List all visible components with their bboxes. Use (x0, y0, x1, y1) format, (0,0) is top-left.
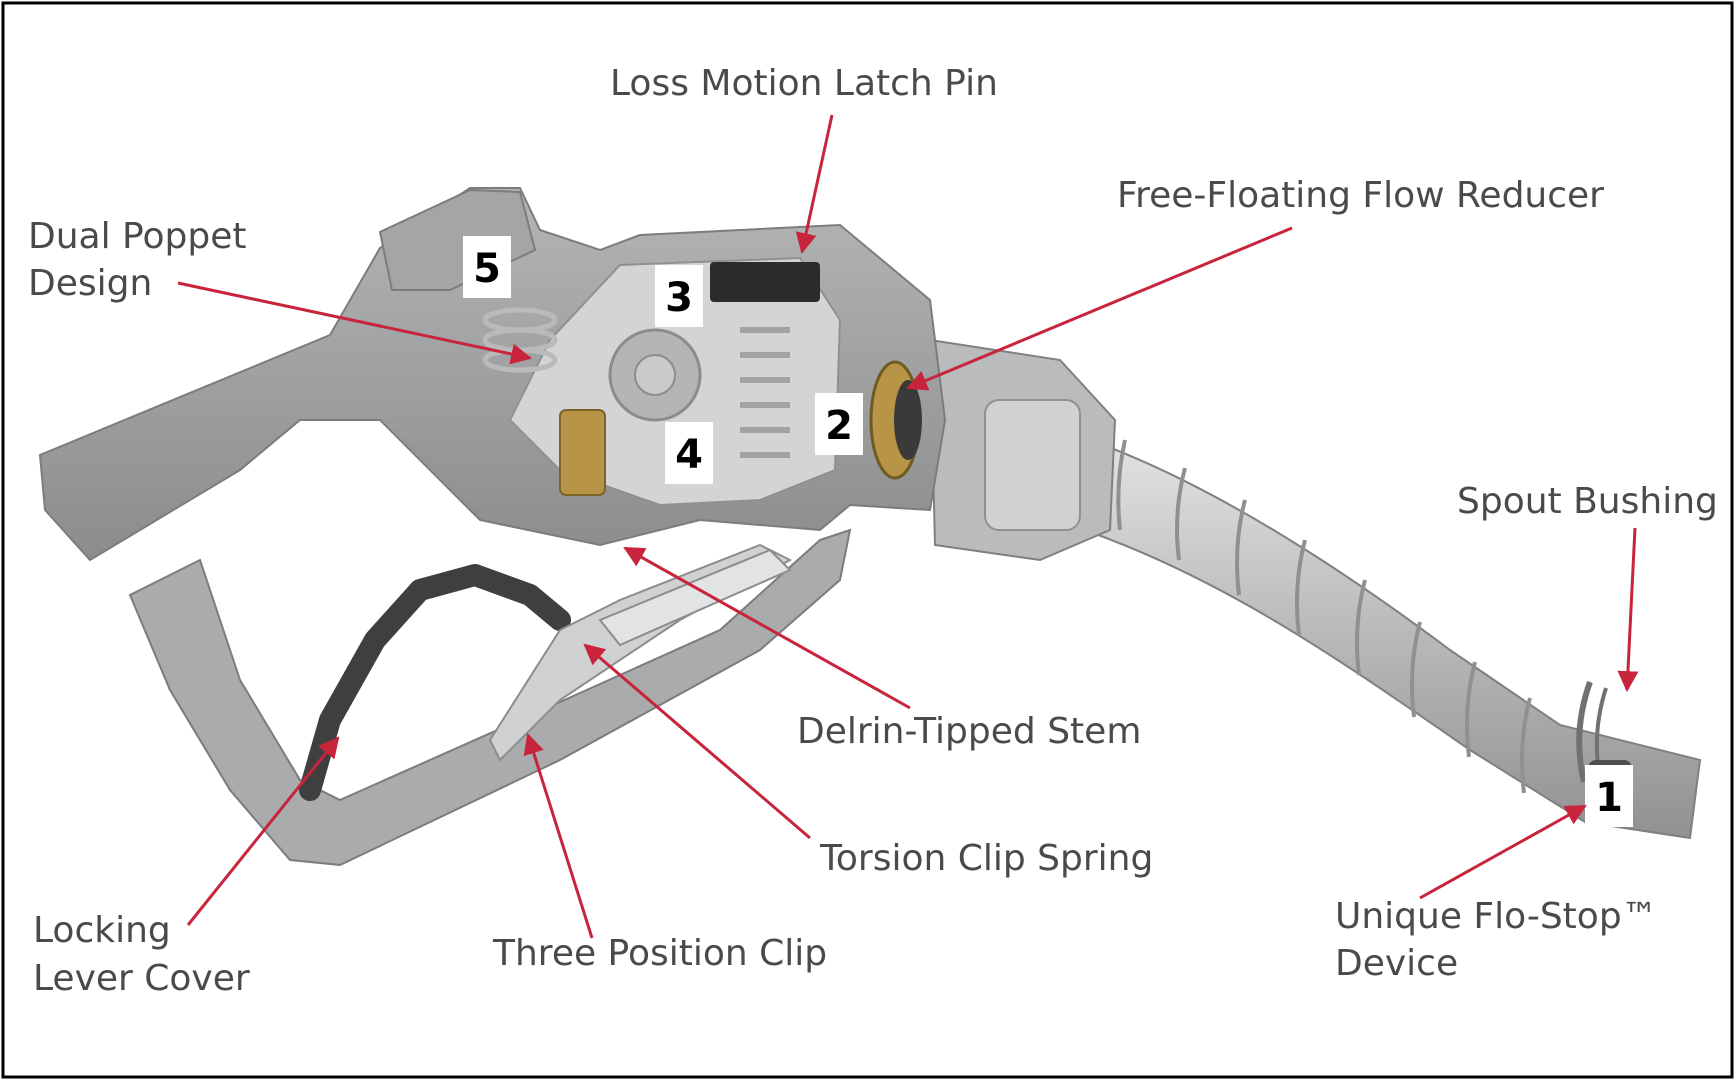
leader-dual-poppet-design (177, 281, 533, 365)
latch-pin (710, 262, 820, 302)
svg-text:2: 2 (825, 403, 853, 449)
svg-text:5: 5 (473, 246, 501, 292)
label-flo-stop-line2: Device (1335, 943, 1458, 984)
marker-2: 2 (815, 393, 863, 455)
svg-text:4: 4 (675, 432, 703, 478)
leader-spout-bushing (1617, 527, 1639, 693)
label-locking-line1: Locking (33, 910, 171, 951)
label-free-floating-flow-reducer: Free-Floating Flow Reducer (1117, 175, 1604, 216)
label-locking-line2: Lever Cover (33, 958, 250, 999)
label-flo-stop-line1: Unique Flo-Stop™ (1335, 896, 1658, 937)
marker-3: 3 (655, 265, 703, 327)
leader-delrin-tipped-stem (623, 546, 911, 710)
leader-loss-motion-latch-pin (795, 114, 834, 255)
label-spout-bushing: Spout Bushing (1457, 481, 1718, 522)
svg-text:3: 3 (665, 275, 693, 321)
marker-4: 4 (665, 422, 713, 484)
leader-three-position-clip (523, 732, 594, 939)
spout-spring (1116, 439, 1532, 794)
marker-1: 1 (1585, 765, 1633, 827)
leader-lines (177, 114, 1639, 939)
label-torsion-clip-spring: Torsion Clip Spring (819, 838, 1153, 879)
spout-bushing-ring (1576, 680, 1593, 783)
label-dual-poppet-line1: Dual Poppet (28, 216, 246, 257)
leader-locking-lever-cover (186, 736, 340, 926)
svg-text:1: 1 (1595, 775, 1623, 821)
label-dual-poppet-line2: Design (28, 263, 152, 304)
leader-free-floating-flow-reducer (906, 226, 1293, 391)
label-delrin-tipped-stem: Delrin-Tipped Stem (797, 711, 1141, 752)
nozzle-illustration (38, 187, 1702, 867)
position-clip (598, 548, 792, 647)
leader-flo-stop-device (1419, 804, 1587, 900)
main-spring (740, 327, 790, 458)
locking-lever-cover (299, 564, 571, 801)
leader-torsion-clip-spring (583, 643, 811, 840)
handle-guard (128, 528, 852, 867)
marker-5: 5 (463, 236, 511, 298)
label-three-position-clip: Three Position Clip (492, 933, 827, 974)
label-loss-motion-latch-pin: Loss Motion Latch Pin (610, 63, 998, 104)
lower-poppet (559, 409, 606, 496)
spout (1058, 428, 1702, 840)
